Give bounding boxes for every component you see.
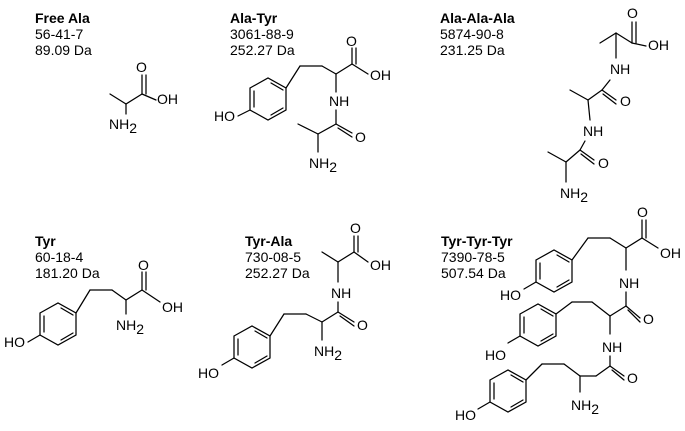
oxygen-label: O (357, 317, 368, 333)
amine-label: NH2 (109, 116, 137, 136)
amide-nh-label: NH (331, 285, 351, 301)
hydroxyl-label: HO (500, 287, 521, 303)
amine-label: NH2 (314, 343, 342, 363)
amide-nh-label: NH (610, 61, 630, 77)
oxygen-label: O (350, 220, 361, 236)
oxygen-label: O (637, 204, 648, 220)
structure-ala-tyr: HO O OH NH O NH2 (214, 33, 391, 175)
hydroxyl-label: HO (455, 407, 476, 423)
amide-nh-label: NH (329, 93, 349, 109)
oxygen-label: O (136, 59, 147, 75)
molecular-mass: 89.09 Da (35, 42, 92, 58)
oxygen-label: O (627, 5, 638, 21)
cas-number: 3061-88-9 (230, 26, 294, 42)
amide-nh-label: NH (583, 123, 603, 139)
hydroxyl-label: OH (370, 67, 391, 83)
hydroxyl-label: HO (485, 347, 506, 363)
amine-label: NH2 (309, 155, 337, 175)
label-ala-ala-ala: Ala-Ala-Ala 5874-90-8 231.25 Da (440, 10, 515, 58)
molecular-mass: 507.54 Da (441, 265, 506, 281)
molecular-mass: 181.20 Da (35, 265, 100, 281)
label-ala-tyr: Ala-Tyr 3061-88-9 252.27 Da (230, 10, 295, 58)
structure-ala-ala-ala: O OH NH O NH O NH2 (547, 5, 669, 205)
hydroxyl-label: OH (648, 37, 669, 53)
oxygen-label: O (346, 33, 357, 49)
structure-free-ala: O OH NH2 (109, 59, 178, 136)
hydroxyl-label: OH (660, 245, 681, 261)
amide-nh-label: NH (619, 275, 639, 291)
oxygen-label: O (620, 93, 631, 109)
oxygen-label: O (627, 370, 638, 386)
hydroxyl-label: OH (162, 299, 183, 315)
compound-name: Ala-Ala-Ala (440, 10, 515, 26)
compound-name: Tyr (35, 233, 56, 249)
molecular-mass: 252.27 Da (230, 42, 295, 58)
hydroxyl-label: HO (4, 334, 25, 350)
structure-tyr: HO O OH NH2 (4, 257, 183, 350)
structure-tyr-tyr-tyr: HO O OH NH O HO (455, 204, 681, 423)
label-tyr-tyr-tyr: Tyr-Tyr-Tyr 7390-78-5 507.54 Da (441, 233, 513, 281)
hydroxyl-label: HO (198, 365, 219, 381)
hydroxyl-label: HO (214, 108, 235, 124)
label-free-ala: Free Ala 56-41-7 89.09 Da (35, 10, 92, 58)
oxygen-label: O (138, 257, 149, 273)
amide-nh-label: NH (602, 339, 622, 355)
amine-label: NH2 (571, 397, 599, 417)
label-tyr-ala: Tyr-Ala 730-08-5 252.27 Da (245, 233, 310, 281)
label-tyr: Tyr 60-18-4 181.20 Da (35, 233, 100, 281)
compound-name: Free Ala (35, 10, 90, 26)
compound-name: Tyr-Ala (245, 233, 293, 249)
compound-name: Tyr-Tyr-Tyr (441, 233, 513, 249)
oxygen-label: O (598, 155, 609, 171)
cas-number: 7390-78-5 (441, 249, 505, 265)
compound-name: Ala-Tyr (230, 10, 278, 26)
cas-number: 60-18-4 (35, 249, 84, 265)
amine-label: NH2 (560, 185, 588, 205)
hydroxyl-label: OH (157, 91, 178, 107)
cas-number: 56-41-7 (35, 26, 84, 42)
cas-number: 730-08-5 (245, 249, 302, 265)
hydroxyl-label: OH (370, 257, 391, 273)
amine-label: NH2 (116, 317, 144, 337)
oxygen-label: O (355, 129, 366, 145)
molecular-mass: 231.25 Da (440, 42, 505, 58)
oxygen-label: O (643, 311, 654, 327)
structure-tyr-ala: O OH NH O HO NH2 (198, 220, 391, 381)
cas-number: 5874-90-8 (440, 26, 504, 42)
molecular-mass: 252.27 Da (245, 265, 310, 281)
